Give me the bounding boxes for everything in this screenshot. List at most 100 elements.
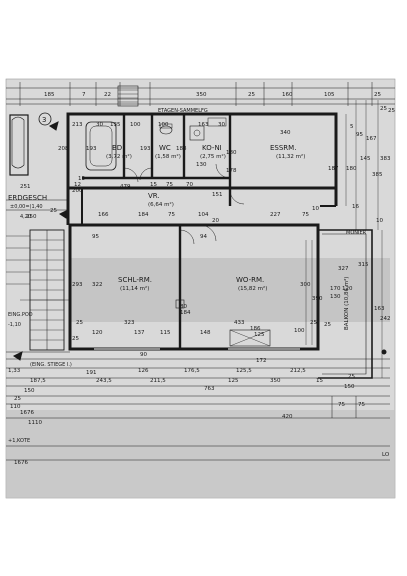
room-essrm-name: ESSRM. [270, 144, 296, 152]
dim: 763 [204, 386, 215, 392]
level-label-2: 4,20 [20, 214, 31, 220]
dim: 5 [350, 124, 354, 130]
dim: 13 [78, 176, 85, 182]
dim: 187 [328, 166, 339, 172]
dim: 172 [256, 358, 267, 364]
dim: 90 [140, 352, 147, 358]
dim: 15 [150, 182, 157, 188]
dim: 22 [104, 92, 111, 98]
room-vr-area: (6,64 m²) [148, 201, 174, 208]
kote-label: +1,KOTE [8, 438, 30, 444]
dim: 30 [218, 122, 225, 128]
plan-drawing [6, 82, 395, 461]
room-vr-name: VR. [148, 192, 160, 200]
dim: 25 [324, 322, 331, 328]
dim: 15 [316, 378, 323, 384]
dim: 1676 [20, 410, 34, 416]
dim: 126 [138, 368, 149, 374]
dim: 212,5 [290, 368, 306, 374]
dim: 125 [228, 378, 239, 384]
dim: 420 [282, 414, 293, 420]
dim: 188 [176, 146, 187, 152]
room-schlrm-area: (11,14 m²) [120, 285, 149, 292]
dim: 433 [234, 320, 245, 326]
dim: 243,5 [96, 378, 112, 384]
dim: 208 [58, 146, 69, 152]
dim: 125,5 [236, 368, 252, 374]
dim: 104 [198, 212, 209, 218]
dim: 383 [380, 156, 391, 162]
dim: 120 [342, 286, 353, 292]
dim: 16 [352, 204, 359, 210]
dim: 25 [76, 320, 83, 326]
dimension-labels: 185 7 22 350 25 160 105 25 5 95 167 145 … [8, 92, 395, 466]
room-koni-name: KO-NI [202, 144, 222, 152]
dim: 167 [366, 136, 377, 142]
dim: 163 [374, 306, 385, 312]
dim: 186 [250, 326, 261, 332]
room-schlrm-name: SCHL-RM. [118, 276, 152, 284]
dim: 75 [338, 402, 345, 408]
dim: 25 [50, 208, 57, 214]
dim: 176,5 [184, 368, 200, 374]
dim: 95 [92, 234, 99, 240]
plan-labels: ERDGESCH ±0,00=(1,40 4,20 EING.POD -1,10… [8, 108, 367, 444]
dim: 1,33 [8, 368, 21, 374]
dim: 170 [330, 286, 341, 292]
dim: 135 [110, 122, 121, 128]
dim: 184 [138, 212, 149, 218]
dim: 479 [120, 184, 131, 190]
dim: 322 [92, 282, 103, 288]
dim: 95 [356, 132, 363, 138]
dim: 25 [374, 92, 381, 98]
dim: 100 [294, 328, 305, 334]
marker-label: 3 [42, 116, 46, 124]
dim: 25 [380, 106, 387, 112]
dim: 25 [348, 374, 355, 380]
dim: 150 [24, 388, 35, 394]
level-label-1: ±0,00=(1,40 [10, 204, 43, 210]
dim: 75 [358, 402, 365, 408]
dim: 211,5 [150, 378, 166, 384]
dim: 150 [344, 384, 355, 390]
dim: 10 [312, 206, 319, 212]
dim: 130 [330, 294, 341, 300]
dim: 327 [338, 266, 349, 272]
dim: 115 [160, 330, 171, 336]
dim: 7 [82, 92, 86, 98]
eing-stiege-label: (EING. STIEGE I.) [30, 362, 72, 368]
dim: 193 [86, 146, 97, 152]
dim: 120 [92, 330, 103, 336]
dim: 25 [14, 396, 21, 402]
room-wc-area: (1,58 m²) [155, 153, 181, 160]
dim: 315 [358, 262, 369, 268]
monier-label: MONIER [346, 230, 367, 236]
dim: 184 [180, 310, 191, 316]
room-worm-name: WO-RM. [236, 276, 264, 284]
dim: 323 [124, 320, 135, 326]
dim: 70 [186, 182, 193, 188]
sammel-label: ETAGEN-SAMMELFG [158, 108, 208, 114]
dim: 110 [10, 404, 21, 410]
room-labels: BD. (3,72 m²) WC (1,58 m²) KO-NI (2,75 m… [106, 144, 350, 330]
dim: 130 [196, 162, 207, 168]
dim: 185 [44, 92, 55, 98]
room-bd-name: BD. [112, 144, 124, 152]
dim: 75 [302, 212, 309, 218]
dim: 25 [388, 108, 395, 114]
room-wc-name: WC [159, 144, 171, 152]
dim: 151 [212, 192, 223, 198]
dim: 200 [72, 188, 83, 194]
dim: 191 [86, 370, 97, 376]
dim: 227 [270, 212, 281, 218]
dim: 75 [166, 182, 173, 188]
dim: 350 [270, 378, 281, 384]
dim: 80 [180, 304, 187, 310]
dim: 94 [200, 234, 207, 240]
dim: 125 [254, 332, 265, 338]
dim: 75 [168, 212, 175, 218]
dim: 25 [310, 320, 317, 326]
room-essrm-area: (11,32 m²) [276, 153, 305, 160]
dim: 105 [324, 92, 335, 98]
dim: 10 [376, 218, 383, 224]
